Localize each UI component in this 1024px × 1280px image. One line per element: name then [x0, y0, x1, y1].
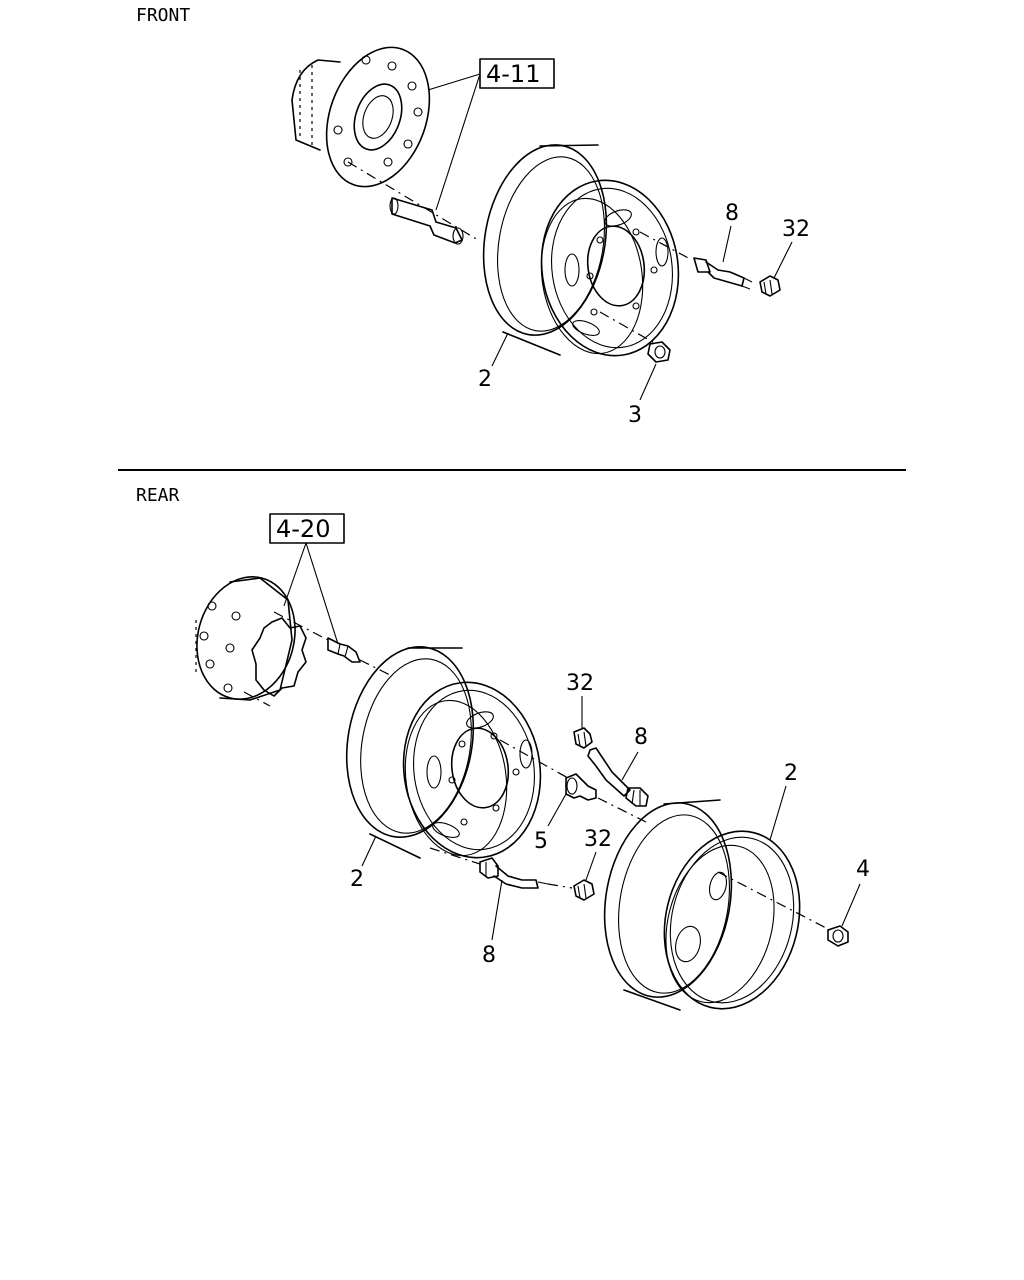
front-hub-reference-box: 4-11: [427, 58, 555, 211]
front-valve-cap: [759, 275, 781, 297]
front-wheel-stud: [389, 197, 464, 245]
rear-lower-valve-extension: [429, 847, 573, 889]
front-hub: [291, 46, 479, 241]
callout-front-valve-cap: 32: [782, 217, 810, 242]
rear-wheel-stud: [273, 611, 393, 677]
rear-section-label: REAR: [136, 485, 180, 506]
callout-front-nut: 3: [628, 403, 642, 428]
callout-rear-inner-nut: 5: [534, 829, 548, 854]
callout-rear-inner-wheel: 2: [350, 867, 364, 892]
callout-rear-lower-valve-extension: 8: [482, 943, 496, 968]
rear-lower-valve-cap: [573, 879, 595, 901]
front-valve-extension: [639, 231, 753, 290]
callout-front-valve-extension: 8: [725, 201, 739, 226]
rear-hub-reference-text: 4-20: [276, 515, 330, 543]
callout-rear-lower-valve-cap: 32: [584, 827, 612, 852]
callout-rear-upper-valve-cap: 32: [566, 671, 594, 696]
rear-hub: [195, 576, 307, 707]
callout-rear-upper-valve-extension: 8: [634, 725, 648, 750]
front-wheel: [482, 144, 680, 357]
rear-hub-reference-box: 4-20: [269, 513, 345, 645]
rear-outer-wheel: [603, 799, 831, 1011]
rear-inner-wheel: [345, 646, 569, 859]
rear-upper-valve-extension: [587, 747, 649, 807]
rear-upper-valve-cap: [573, 727, 593, 749]
callout-rear-outer-wheel: 2: [784, 761, 798, 786]
callout-rear-outer-nut: 4: [856, 857, 870, 882]
callout-front-wheel: 2: [478, 367, 492, 392]
front-wheel-nut: [647, 341, 671, 363]
rear-outer-nut: [827, 925, 849, 947]
front-hub-reference-text: 4-11: [486, 60, 540, 88]
rear-inner-nut: [565, 773, 647, 823]
front-section-label: FRONT: [136, 5, 190, 26]
